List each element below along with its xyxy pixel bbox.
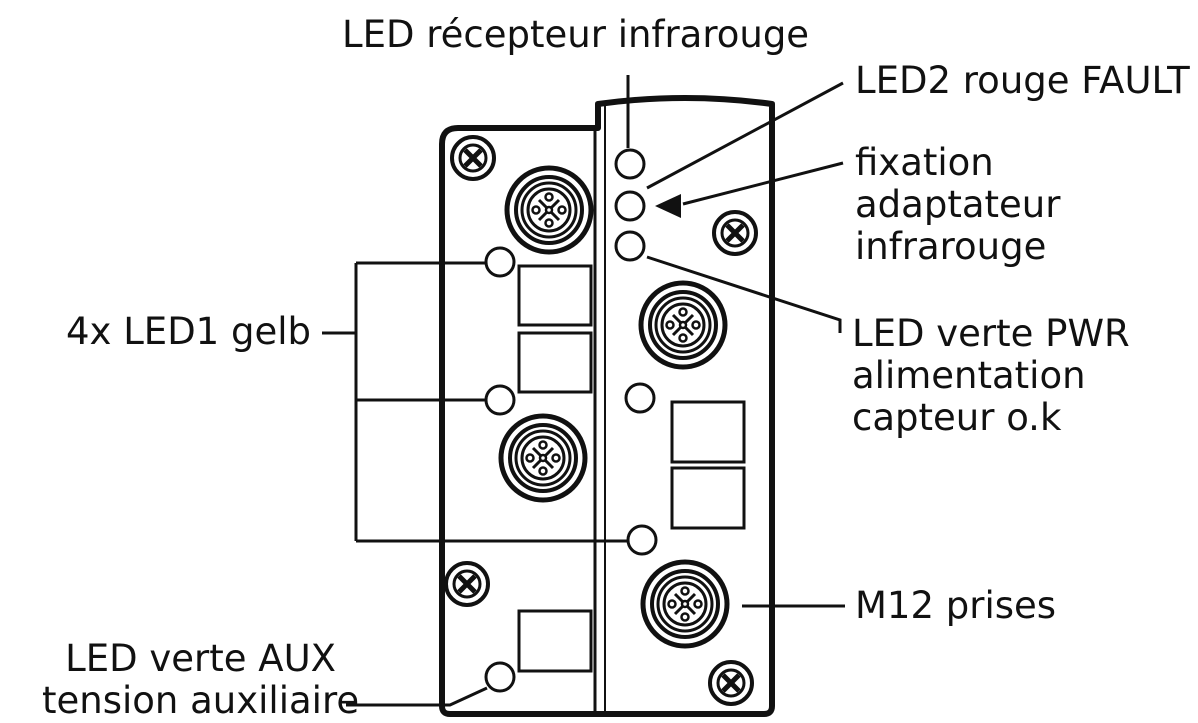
led-icon (626, 524, 658, 556)
aux-label: LED verte AUX tension auxiliaire (42, 638, 359, 722)
pwr-line-2: alimentation (852, 354, 1086, 397)
ir-receiver-label: LED récepteur infrarouge (342, 13, 810, 56)
led-icon (484, 246, 516, 278)
label-window (517, 331, 593, 394)
label-window (670, 466, 746, 530)
pwr-line-3: capteur o.k (852, 396, 1062, 439)
led-icon (484, 661, 516, 693)
leader-line (346, 686, 488, 707)
pwr-line-1: LED verte PWR (852, 312, 1130, 355)
label-window (670, 400, 746, 464)
m12-connector-icon (507, 168, 591, 252)
m12-connector-icon (641, 283, 725, 367)
ir-adapter-line-1: fixation (855, 141, 994, 184)
pwr-label: LED verte PWR alimentation capteur o.k (852, 313, 1130, 439)
screw-icon (452, 137, 494, 179)
led-icon (614, 230, 646, 262)
aux-line-1: LED verte AUX (65, 637, 336, 680)
aux-line-2: tension auxiliaire (42, 679, 360, 722)
arrow-icon (655, 194, 681, 218)
screw-icon (714, 212, 756, 254)
led1-label: 4x LED1 gelb (66, 310, 311, 353)
leader-line (646, 81, 844, 190)
screw-icon (446, 563, 488, 605)
led-icon (614, 148, 646, 180)
m12-connector-icon (643, 562, 727, 646)
m12-connector-icon (501, 416, 585, 500)
label-window (517, 264, 593, 327)
led-icon (484, 384, 516, 416)
m12-label: M12 prises (855, 584, 1057, 627)
label-window (517, 609, 593, 673)
led-icon (614, 190, 646, 222)
screw-icon (710, 662, 752, 704)
ir-adapter-label: fixation adaptateur infrarouge (855, 142, 1060, 268)
led-icon (624, 382, 656, 414)
led2-fault-label: LED2 rouge FAULT (855, 59, 1190, 102)
ir-adapter-line-2: adaptateur (855, 183, 1061, 226)
leader-line (682, 161, 844, 206)
ir-adapter-line-3: infrarouge (855, 225, 1047, 268)
leader-line (646, 255, 842, 333)
